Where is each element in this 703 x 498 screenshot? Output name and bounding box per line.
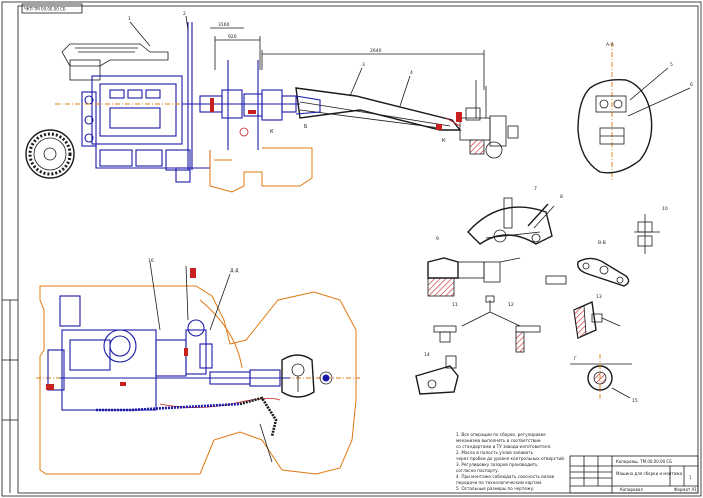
callout-13: 13 xyxy=(596,294,602,300)
section-label-a1: А-А xyxy=(606,42,615,48)
callout-15: 15 xyxy=(632,398,638,404)
callout-5: 5 xyxy=(670,62,673,68)
note-line-4: 2. Масло в полость узлов заливать xyxy=(456,450,534,455)
note-line-8: 4. При монтаже соблюдать соосность валов xyxy=(456,474,555,479)
callout-4: 4 xyxy=(410,70,413,76)
top-left-stamp-text: ЧКП ТМ 00.00.00 СБ xyxy=(24,7,66,12)
callout-8: 8 xyxy=(560,194,563,200)
title-main: Копировщ. ТМ.00.00.00 СБ xyxy=(616,459,672,464)
section-label-v1: В-В xyxy=(598,240,606,246)
top-left-stamp: ЧКП ТМ 00.00.00 СБ xyxy=(21,3,83,14)
detail-lever: 14 xyxy=(415,352,459,395)
detail-sector: 7 8 xyxy=(467,186,563,245)
callout-11: 11 xyxy=(452,302,458,308)
sheet-number: 1 xyxy=(689,475,692,480)
title-block: Копировщ. ТМ.00.00.00 СБ Машина для сбор… xyxy=(569,455,699,494)
section-label-k2: К xyxy=(442,138,446,144)
note-line-10: 5. Остальные размеры по чертежу. xyxy=(456,486,534,491)
dimension-label-1: 920 xyxy=(228,34,237,40)
note-line-7: согласно паспорту. xyxy=(456,468,499,473)
detail-flange: 5 6 А-А xyxy=(577,42,693,180)
callout-16: 16 xyxy=(148,258,154,264)
callout-7: 7 xyxy=(534,186,537,192)
section-label-g1: Г xyxy=(574,356,577,362)
dimension-label-2: 2640 xyxy=(370,48,382,54)
section-label-b1: Б xyxy=(304,124,308,130)
note-line-3: со стандартами и ТУ завода-изготовителя. xyxy=(456,444,551,449)
copied-label: Копировал xyxy=(620,487,643,492)
dimension-label-3: 3160 xyxy=(218,22,230,28)
title-sub: Машина для сборки и монтажа xyxy=(616,471,683,476)
section-label-k1: К xyxy=(270,129,274,135)
detail-clamp-left: 9 xyxy=(427,236,521,297)
callout-10: 10 xyxy=(662,206,668,212)
note-line-6: 3. Регулировку зазоров производить xyxy=(456,462,538,467)
callout-6: 6 xyxy=(690,82,693,88)
detail-fork: 13 xyxy=(573,294,621,340)
callout-12: 12 xyxy=(508,302,514,308)
callout-2: 2 xyxy=(183,11,186,17)
detail-bolt-right: 10 xyxy=(634,206,668,254)
detail-roller: 15 Г xyxy=(570,354,638,404)
format-label: Формат А1 xyxy=(674,487,697,492)
callout-14: 14 xyxy=(424,352,430,358)
technical-notes: 1. Все операции по сборке, регулировке м… xyxy=(456,432,565,491)
note-line-1: 1. Все операции по сборке, регулировке xyxy=(456,432,546,437)
note-line-5: через пробки до уровня контрольных отвер… xyxy=(456,456,565,461)
note-line-9: передачи по технологическим картам. xyxy=(456,480,542,485)
callout-3: 3 xyxy=(362,62,365,68)
callout-9: 9 xyxy=(436,236,439,242)
detail-link: В-В xyxy=(545,240,630,287)
section-label-d1: Д-Д xyxy=(230,268,239,274)
callout-1: 1 xyxy=(128,16,131,22)
top-assembly-view: 920 2640 3160 К К Б 1 2 3 4 xyxy=(25,11,519,193)
note-line-2: механизма выполнять в соответствии xyxy=(456,438,541,443)
detail-brackets: 11 12 xyxy=(433,295,541,353)
plan-view-assembly: 16 Д-Д xyxy=(36,258,360,475)
